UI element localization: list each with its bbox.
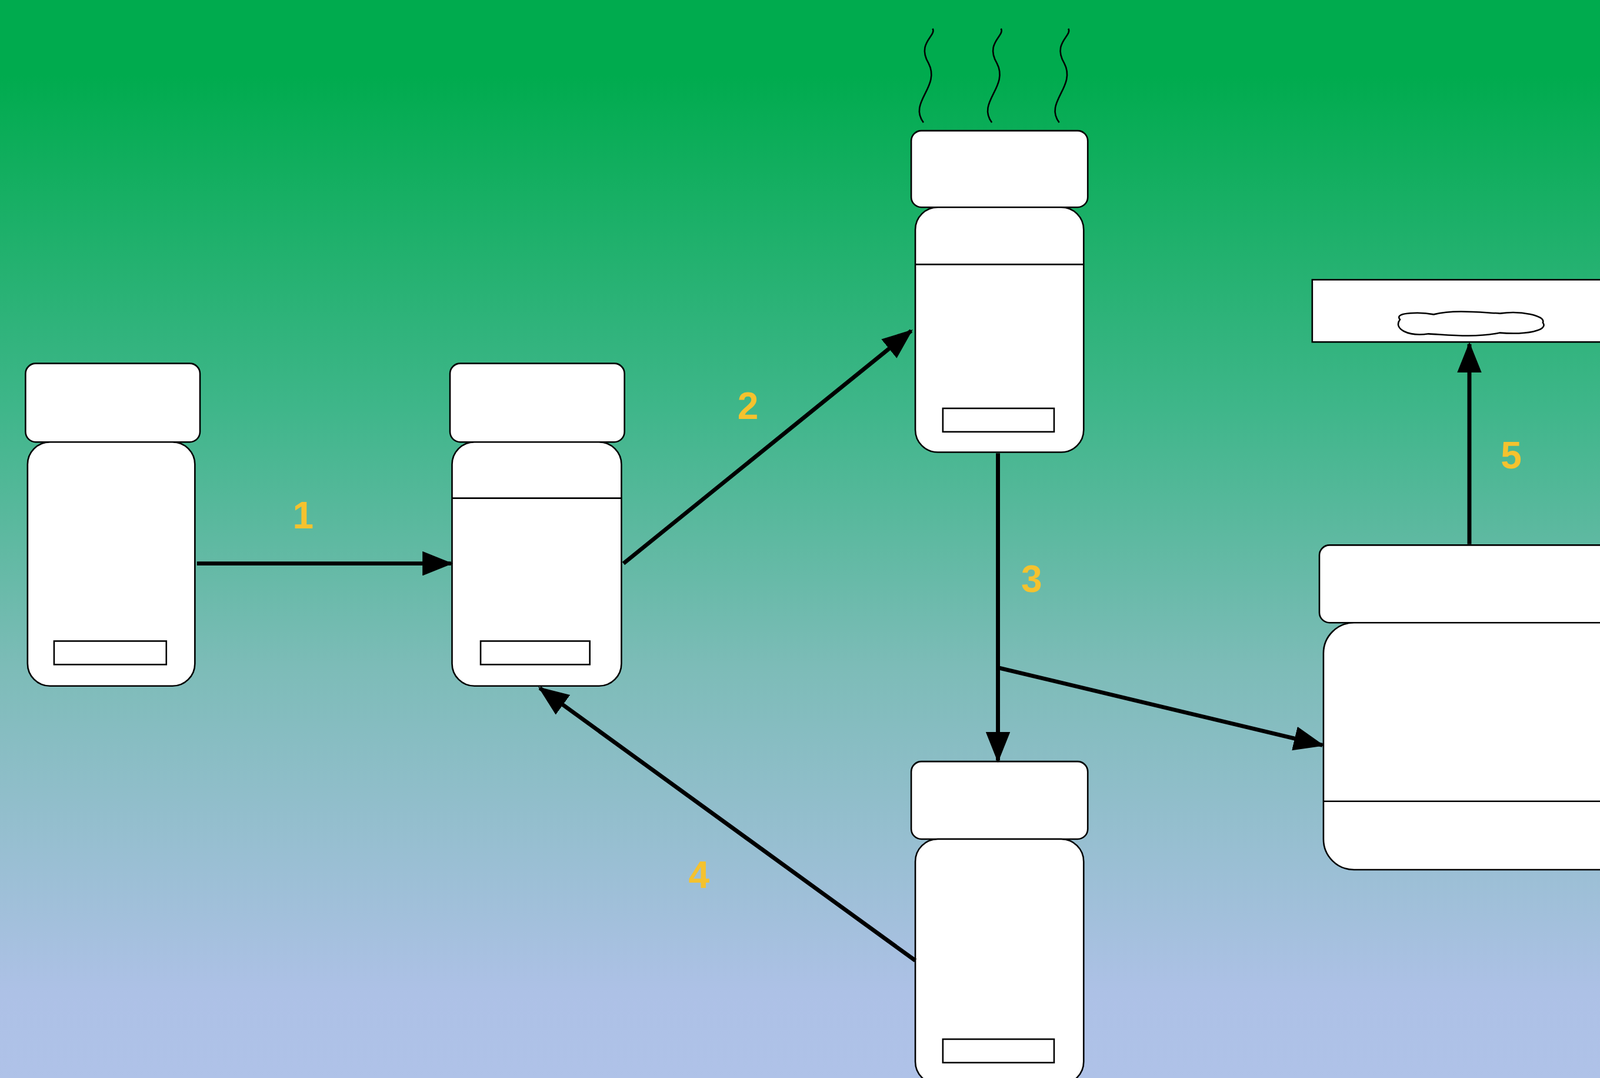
callout-number: 5	[1500, 436, 1522, 475]
jar	[911, 130, 1088, 452]
callout-number: 3	[1021, 560, 1043, 598]
steam	[919, 28, 1069, 123]
callout-number: 4	[688, 855, 710, 894]
callout-number: 2	[737, 387, 759, 425]
large-jar	[1319, 544, 1600, 870]
arrows	[197, 330, 1470, 960]
jar	[25, 363, 200, 686]
jar	[450, 363, 625, 686]
slide	[1312, 279, 1600, 342]
callout-number: 1	[292, 496, 314, 535]
jar	[911, 761, 1088, 1078]
